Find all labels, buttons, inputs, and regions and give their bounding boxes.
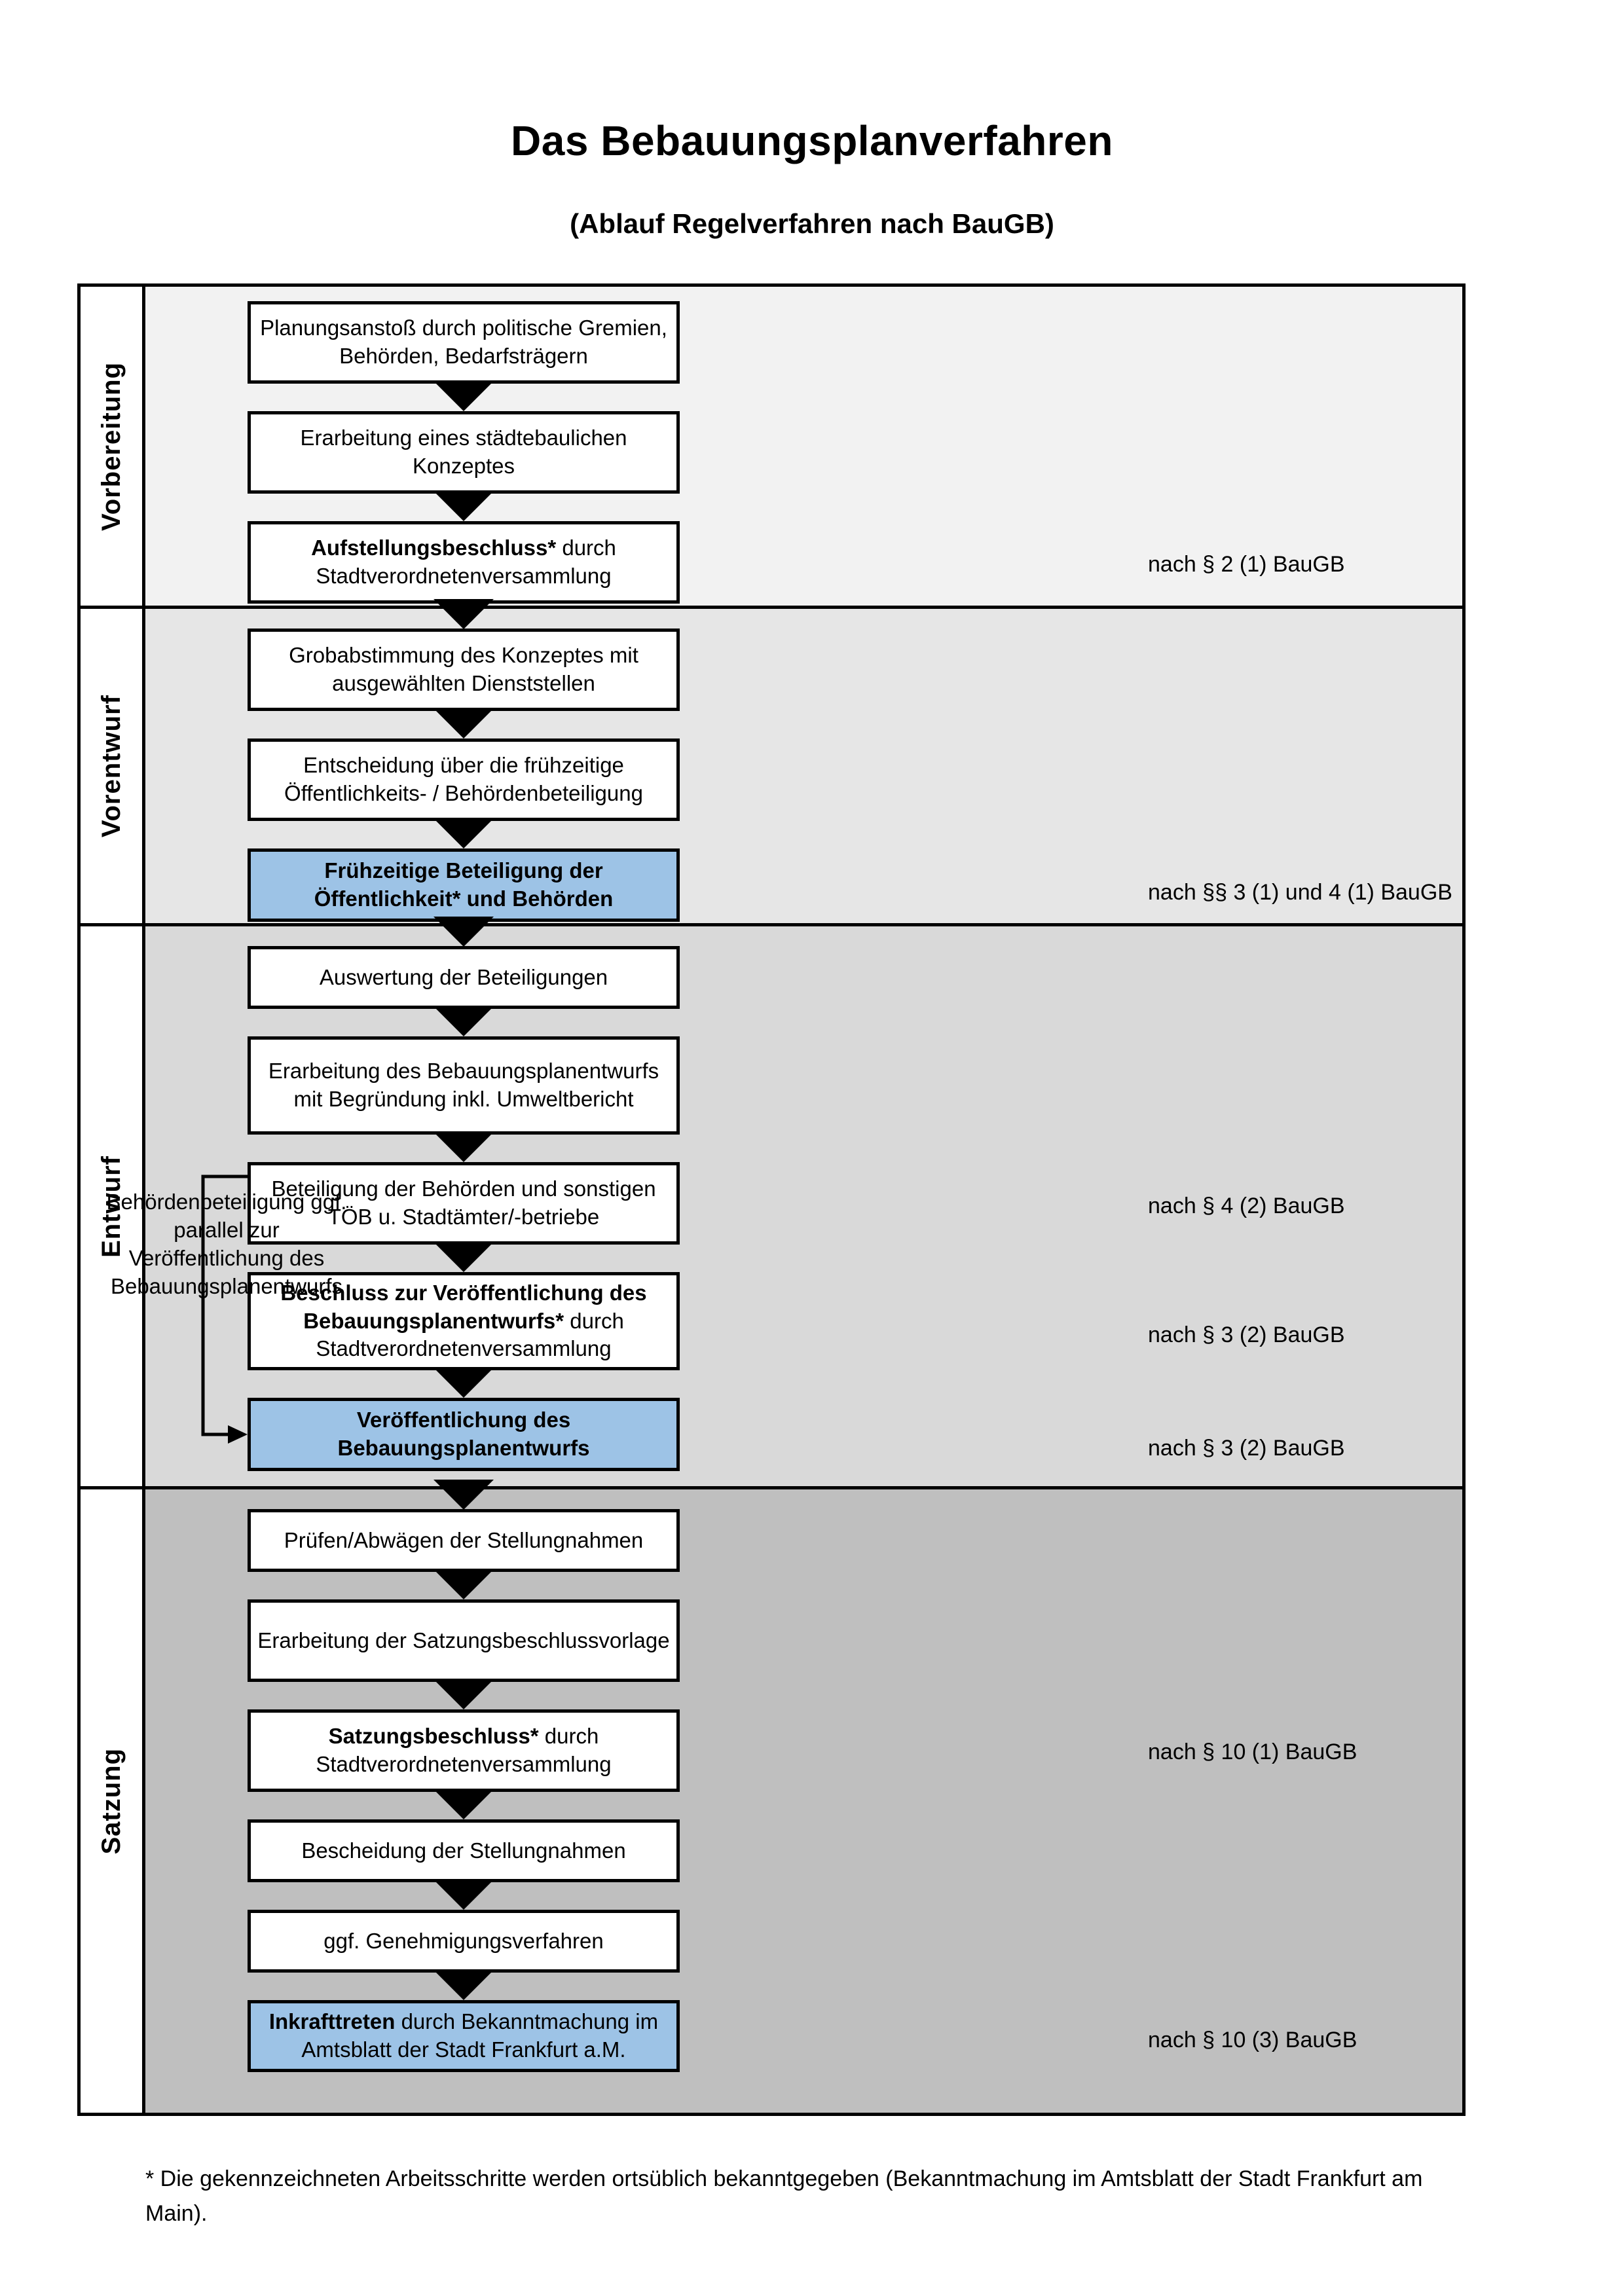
flow-step-aufstellungsbeschluss[interactable]: Aufstellungsbeschluss* durch Stadtverord… [248, 521, 680, 604]
flow-step-entscheidung-beteiligung[interactable]: Entscheidung über die frühzeitige Öffent… [248, 738, 680, 821]
flow-step-erarbeitung-konzept[interactable]: Erarbeitung eines städtebaulichen Konzep… [248, 411, 680, 494]
arrow-down-icon [434, 381, 494, 411]
arrow-down-icon [434, 1132, 494, 1162]
flow-step-text: Frühzeitige Beteiligung der Öffentlichke… [314, 858, 614, 911]
flow-step-beschluss-veroeffentlichung[interactable]: Beschluss zur Veröffentlichung des Bebau… [248, 1272, 680, 1370]
lane-label-entwurf: Entwurf [81, 926, 145, 1486]
legal-ref-par3-2-a: nach § 3 (2) BauGB [1148, 1322, 1345, 1347]
footnote-text: * Die gekennzeichneten Arbeitsschritte w… [145, 2166, 1423, 2226]
lane-vorbereitung: Vorbereitung Planungsanstoß durch politi… [81, 287, 1462, 609]
lane-label-text: Satzung [96, 1747, 126, 1855]
arrow-down-icon [434, 917, 494, 947]
flow-step-text: Grobabstimmung des Konzeptes mit ausgewä… [289, 643, 638, 695]
flow-step-text: Planungsanstoß durch politische Gremien,… [260, 316, 667, 368]
lane-body-satzung: Prüfen/Abwägen der Stellungnahmen Erarbe… [145, 1480, 1462, 2113]
legal-ref-par10-3: nach § 10 (3) BauGB [1148, 2028, 1357, 2052]
page-title: Das Bebauungsplanverfahren [511, 117, 1113, 164]
lane-body-vorbereitung: Planungsanstoß durch politische Gremien,… [145, 287, 1462, 606]
flow-step-text: Aufstellungsbeschluss* durch Stadtverord… [257, 534, 670, 591]
flow-step-text: Beschluss zur Veröffentlichung des Bebau… [257, 1279, 670, 1364]
flow-step-text: Bescheidung der Stellungnahmen [301, 1838, 626, 1863]
flow-step-inkrafttreten[interactable]: Inkrafttreten durch Bekanntmachung im Am… [248, 2000, 680, 2072]
arrow-down-icon [434, 1679, 494, 1709]
lane-label-vorbereitung: Vorbereitung [81, 287, 145, 606]
flow-step-text: Satzungsbeschluss* durch Stadtverordnete… [257, 1722, 670, 1779]
arrow-down-icon [434, 708, 494, 738]
lane-label-text: Vorentwurf [96, 694, 126, 838]
side-note-behoerdenbeteiligung: Behördenbeteiligung ggf. parallel zur Ve… [106, 1190, 347, 1298]
legal-ref-par10-1: nach § 10 (1) BauGB [1148, 1740, 1357, 1764]
legal-ref-par3-2-b: nach § 3 (2) BauGB [1148, 1436, 1345, 1461]
lane-satzung: Satzung Prüfen/Abwägen der Stellungnahme… [81, 1480, 1462, 2113]
arrow-down-icon [434, 491, 494, 521]
flow-step-text: Erarbeitung des Bebauungsplanentwurfs mi… [268, 1059, 659, 1111]
arrow-down-icon [434, 1789, 494, 1819]
flow-step-satzungsbeschluss[interactable]: Satzungsbeschluss* durch Stadtverordnete… [248, 1709, 680, 1792]
lane-vorentwurf: Vorentwurf Grobabstimmung des Konzeptes … [81, 599, 1462, 926]
flow-step-rest: durch Stadtverordnetenversammlung [316, 536, 616, 588]
arrow-down-icon [434, 1480, 494, 1510]
arrow-down-icon [434, 1368, 494, 1398]
flow-step-grobabstimmung[interactable]: Grobabstimmung des Konzeptes mit ausgewä… [248, 629, 680, 711]
flow-step-rest: durch Bekanntmachung im Amtsblatt der St… [301, 2009, 659, 2062]
legal-ref-par2-1: nach § 2 (1) BauGB [1148, 552, 1345, 577]
flow-step-auswertung[interactable]: Auswertung der Beteiligungen [248, 946, 680, 1009]
lane-label-satzung: Satzung [81, 1489, 145, 2113]
flow-step-erarbeitung-entwurf[interactable]: Erarbeitung des Bebauungsplanentwurfs mi… [248, 1036, 680, 1135]
arrow-down-icon [434, 599, 494, 629]
arrow-down-icon [434, 1006, 494, 1036]
arrow-down-icon [434, 1970, 494, 2000]
flow-step-planungsanstoss[interactable]: Planungsanstoß durch politische Gremien,… [248, 301, 680, 384]
flow-step-beteiligung-behoerden[interactable]: Beteiligung der Behörden und sonstigen T… [248, 1162, 680, 1245]
flow-step-fruehzeitige-beteiligung[interactable]: Frühzeitige Beteiligung der Öffentlichke… [248, 848, 680, 922]
flow-step-text: Auswertung der Beteiligungen [319, 964, 608, 989]
flow-step-text: Beteiligung der Behörden und sonstigen T… [271, 1176, 656, 1229]
flow-step-bescheidung[interactable]: Bescheidung der Stellungnahmen [248, 1819, 680, 1882]
flow-step-text: Prüfen/Abwägen der Stellungnahmen [284, 1527, 644, 1552]
flow-step-erarbeitung-satzungsvorlage[interactable]: Erarbeitung der Satzungsbeschlussvorlage [248, 1599, 680, 1682]
flow-step-bold: Inkrafttreten [268, 2009, 396, 2034]
flow-step-text: Erarbeitung der Satzungsbeschlussvorlage [257, 1628, 670, 1652]
flow-step-veroeffentlichung-entwurf[interactable]: Veröffentlichung des Bebauungsplanentwur… [248, 1398, 680, 1471]
flow-step-text: Erarbeitung eines städtebaulichen Konzep… [300, 426, 627, 478]
flow-step-rest: durch Stadtverordnetenversammlung [316, 1724, 612, 1776]
flow-step-bold: Beschluss zur Veröffentlichung des Bebau… [280, 1280, 647, 1333]
legal-ref-par4-2: nach § 4 (2) BauGB [1148, 1194, 1345, 1218]
flowchart-frame: Vorbereitung Planungsanstoß durch politi… [77, 283, 1466, 2116]
flow-step-bold: Aufstellungsbeschluss* [311, 536, 557, 560]
lane-label-vorentwurf: Vorentwurf [81, 609, 145, 923]
flow-step-text: Inkrafttreten durch Bekanntmachung im Am… [257, 2008, 670, 2064]
arrow-down-icon [434, 818, 494, 848]
arrow-down-icon [434, 1569, 494, 1599]
lane-label-text: Vorbereitung [96, 361, 126, 531]
page-subtitle: (Ablauf Regelverfahren nach BauGB) [570, 208, 1054, 239]
flow-step-genehmigungsverfahren[interactable]: ggf. Genehmigungsverfahren [248, 1910, 680, 1973]
flow-step-pruefen-abwaegen[interactable]: Prüfen/Abwägen der Stellungnahmen [248, 1509, 680, 1572]
lane-body-vorentwurf: Grobabstimmung des Konzeptes mit ausgewä… [145, 599, 1462, 923]
flow-step-text: Entscheidung über die frühzeitige Öffent… [284, 753, 643, 805]
lane-entwurf: Entwurf Auswertung der Beteiligungen Era… [81, 917, 1462, 1489]
flow-step-bold: Satzungsbeschluss* [328, 1724, 539, 1749]
legal-ref-par3-1-4-1: nach §§ 3 (1) und 4 (1) BauGB [1148, 880, 1452, 905]
flow-step-text: ggf. Genehmigungsverfahren [323, 1928, 604, 1953]
flow-step-text: Veröffentlichung des Bebauungsplanentwur… [337, 1408, 590, 1460]
arrow-down-icon [434, 1242, 494, 1272]
flow-step-rest: durch Stadtverordnetenversammlung [316, 1308, 624, 1361]
arrow-down-icon [434, 1880, 494, 1910]
lane-body-entwurf: Auswertung der Beteiligungen Erarbeitung… [107, 917, 1462, 1486]
